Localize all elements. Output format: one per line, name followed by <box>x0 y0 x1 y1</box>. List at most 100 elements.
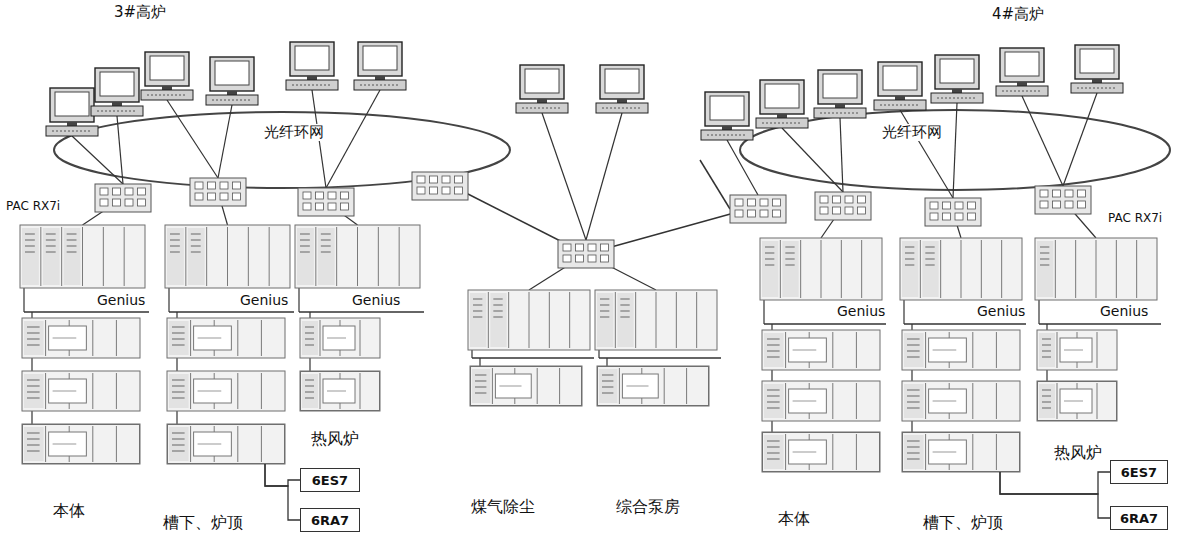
module-marking <box>300 245 310 246</box>
rack-slot <box>320 373 321 409</box>
module-marking <box>27 450 40 451</box>
rack-frame <box>1035 238 1157 300</box>
module-face <box>169 321 189 355</box>
rack-frame <box>22 318 140 358</box>
module-marking <box>767 440 780 441</box>
module-block <box>49 326 87 350</box>
switch-port <box>455 176 463 183</box>
pc-cable <box>840 118 843 192</box>
keyboard-keys <box>1002 91 1040 92</box>
module-face <box>922 241 938 297</box>
monitor <box>358 42 402 76</box>
keyboard-keys <box>820 113 858 114</box>
pc-cable <box>1063 93 1097 186</box>
computer <box>931 55 983 103</box>
rack-slot <box>961 240 962 298</box>
rack-slot <box>45 320 46 356</box>
rack-slot <box>206 227 207 286</box>
keyboard-keys <box>212 100 250 101</box>
module-block <box>789 389 827 413</box>
module-block <box>1060 389 1092 413</box>
keyboard-keys <box>360 85 398 86</box>
module-block <box>323 326 355 350</box>
computer <box>206 57 258 105</box>
rack-frame <box>167 371 285 411</box>
rack-slot <box>45 373 46 409</box>
module-marking <box>907 389 920 390</box>
module-marking <box>305 326 314 327</box>
rack-slot <box>1075 240 1076 298</box>
module-marking <box>1042 350 1051 351</box>
module-marking <box>172 391 185 392</box>
rack-slot <box>686 368 687 404</box>
computer-base <box>354 80 406 90</box>
rack-slot <box>925 383 926 419</box>
remote-io-rack <box>902 432 1020 472</box>
plc-rack <box>20 225 145 288</box>
bus-drop <box>1046 370 1047 381</box>
monitor-stand <box>835 104 845 108</box>
monitor-stand <box>1092 79 1102 83</box>
module-marking <box>305 379 314 380</box>
monitor <box>1000 48 1044 82</box>
switch-port <box>968 213 976 220</box>
signal-cable <box>265 464 300 486</box>
screen <box>1080 49 1114 73</box>
bus-drop <box>911 370 912 381</box>
plc-rack <box>468 290 590 350</box>
signal-cable <box>265 464 300 520</box>
pc-cable <box>72 136 123 184</box>
switch-body <box>730 195 786 223</box>
switch-port <box>955 202 963 209</box>
module-marking <box>170 245 180 246</box>
module-face <box>764 333 784 367</box>
module-marking <box>602 386 613 387</box>
rack-slot <box>116 320 117 356</box>
module-marking <box>907 356 920 357</box>
remote-io-rack <box>1037 330 1117 370</box>
module-marking <box>493 310 502 311</box>
screen <box>823 74 857 98</box>
module-marking <box>600 316 609 317</box>
module-face <box>470 293 486 347</box>
computer <box>1071 45 1123 93</box>
module-marking <box>905 252 914 253</box>
module-face <box>22 228 39 285</box>
bus-drop <box>23 288 24 312</box>
computer <box>91 68 143 116</box>
rack-slot <box>635 292 636 348</box>
keyboard-keys <box>880 105 918 106</box>
ring-label: 光纤环网 <box>262 124 326 141</box>
rack-slot <box>615 292 616 348</box>
genius-bus <box>904 323 1026 325</box>
module-marking <box>907 338 920 339</box>
module-face <box>43 228 60 285</box>
module-marking <box>327 338 346 339</box>
switch-port <box>588 244 596 251</box>
area-label: 槽下、炉顶 <box>923 513 1003 534</box>
rack-slot <box>124 227 125 286</box>
switch-port <box>341 192 349 199</box>
screen <box>883 66 917 90</box>
module-marking <box>765 252 774 253</box>
switch-port <box>220 193 228 200</box>
switch-body <box>298 188 354 216</box>
computer <box>701 92 753 140</box>
module-marking <box>321 251 331 252</box>
switch-port <box>576 255 584 262</box>
switch-port <box>328 192 336 199</box>
module-marking <box>1040 246 1049 247</box>
bus-drop <box>763 300 764 324</box>
module-marking <box>172 326 185 327</box>
device-label: 6ES7 <box>312 473 348 488</box>
remote-io-rack <box>167 424 285 464</box>
rack-slot <box>492 368 493 404</box>
computer <box>756 80 808 128</box>
switch-port <box>773 210 781 217</box>
remote-io-rack <box>167 318 285 358</box>
module-marking <box>170 233 180 234</box>
module-marking <box>475 392 486 393</box>
io-rack-node: 热风炉 <box>300 371 380 411</box>
rack-frame <box>300 371 380 411</box>
